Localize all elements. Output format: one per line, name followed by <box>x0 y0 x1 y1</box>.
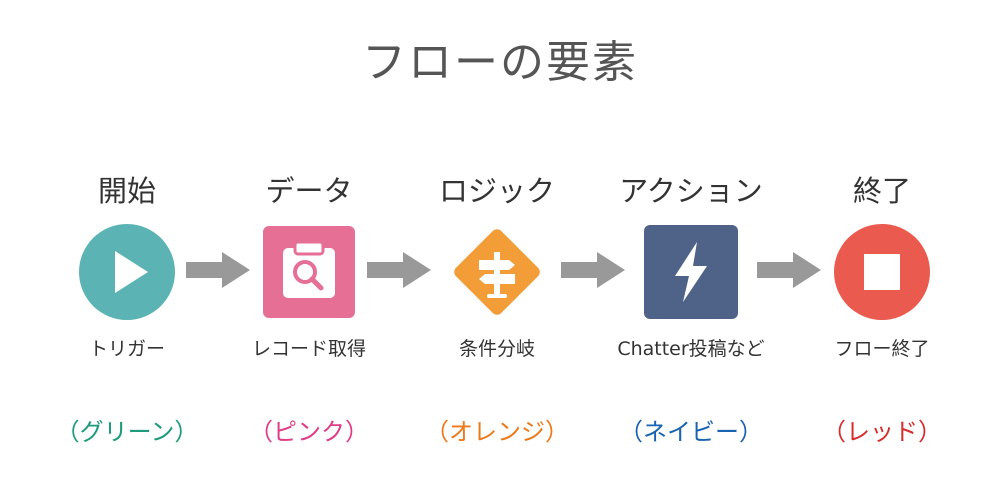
arrow-right-icon <box>186 252 250 288</box>
element-data-caption: レコード取得 <box>251 338 366 360</box>
clipboard-search-icon <box>259 222 359 322</box>
element-action-caption: Chatter投稿など <box>617 338 765 360</box>
element-start-caption: トリガー <box>88 338 165 360</box>
color-note-orange: （オレンジ） <box>425 418 569 446</box>
element-logic: ロジック 条件分岐 <box>407 170 587 361</box>
element-end-label: 終了 <box>852 174 911 208</box>
element-start-label: 開始 <box>97 174 156 208</box>
color-note-pink: （ピンク） <box>249 418 369 446</box>
lightning-icon <box>641 222 741 322</box>
element-logic-caption: 条件分岐 <box>458 338 535 360</box>
element-data-label: データ <box>265 174 353 208</box>
play-icon <box>77 222 177 322</box>
element-logic-label: ロジック <box>438 174 555 208</box>
stop-icon <box>832 222 932 322</box>
signpost-icon <box>447 222 547 322</box>
arrow-right-icon <box>367 252 431 288</box>
element-data: データ レコード取得 <box>219 170 399 361</box>
arrow-right-icon <box>757 252 821 288</box>
page-title: フローの要素 <box>362 37 638 88</box>
element-end-caption: フロー終了 <box>834 338 930 360</box>
element-action-label: アクション <box>619 174 763 208</box>
color-note-green: （グリーン） <box>55 418 199 446</box>
arrow-right-icon <box>561 252 625 288</box>
element-start: 開始 トリガー <box>37 170 217 361</box>
color-note-navy: （ネイビー） <box>619 418 763 446</box>
element-action: アクション Chatter投稿など <box>601 170 781 361</box>
element-end: 終了 フロー終了 <box>792 170 972 361</box>
color-note-red: （レッド） <box>822 418 942 446</box>
